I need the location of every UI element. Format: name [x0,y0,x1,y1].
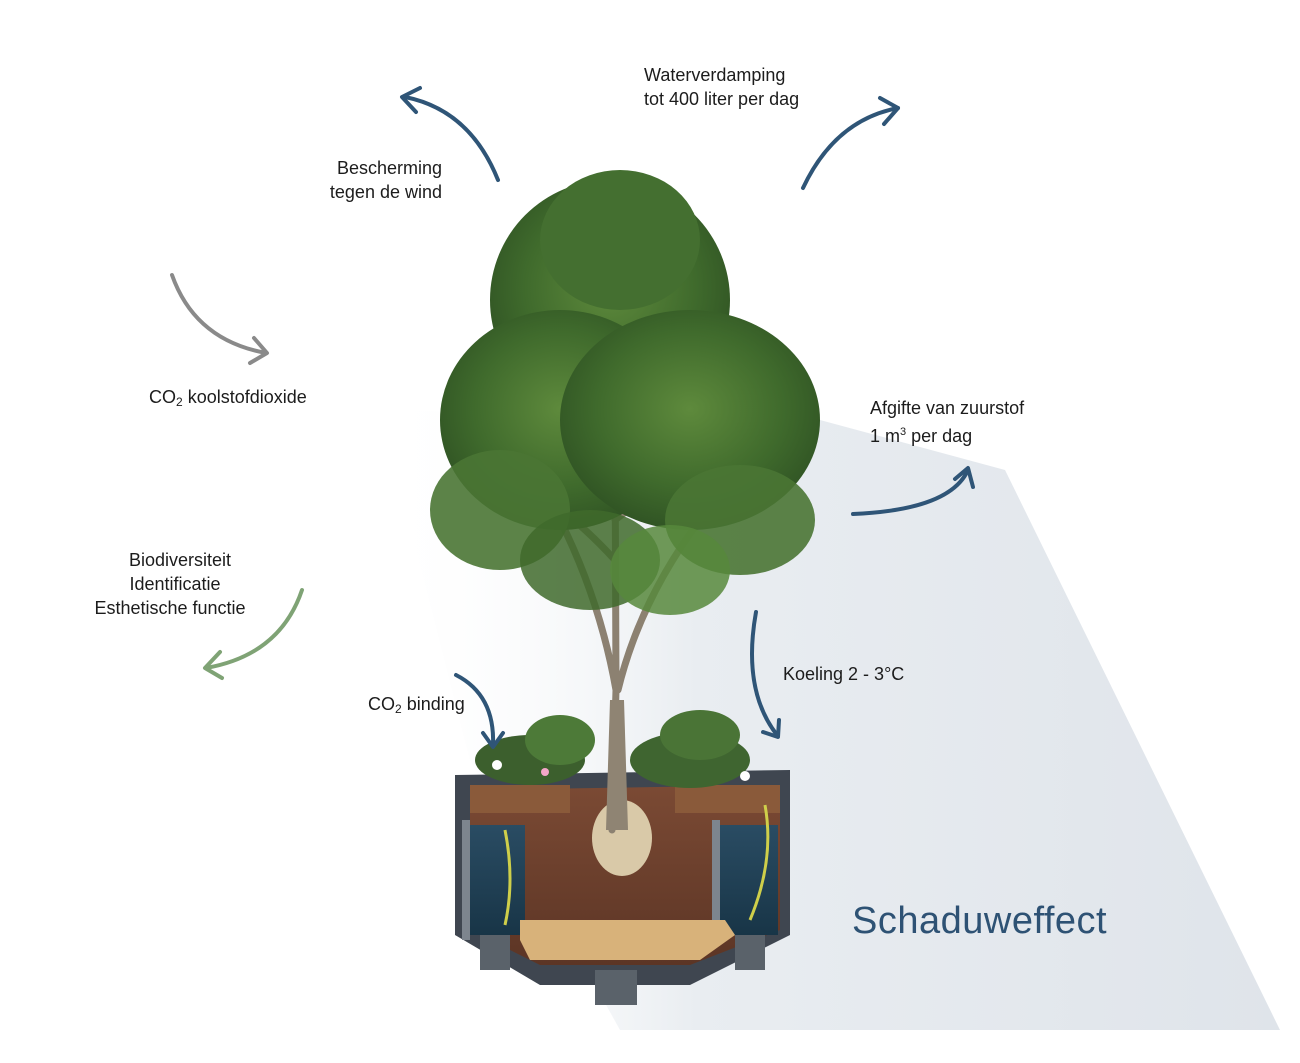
co2-binding-label: CO2 binding [368,692,465,721]
co2-binding-sub: 2 [395,702,402,716]
co2-binding-suffix: binding [401,694,465,714]
co2-binding-arrow-icon [454,673,505,749]
biodiversity-arrow-icon [203,588,304,680]
co2-absorb-label: CO2 koolstofdioxide [149,385,307,414]
evaporation-arrow-icon [801,96,900,190]
co2-binding-prefix: CO [368,694,395,714]
evaporation-line2: tot 400 liter per dag [644,89,800,109]
cooling-label: Koeling 2 - 3°C [783,662,904,686]
wind-arrow-icon [400,86,500,182]
oxygen-line1: Afgifte van zuurstof [870,398,1025,418]
co2-absorb-arrow-icon [170,273,269,365]
biodiversity-line1: Biodiversiteit [128,550,232,570]
oxygen-line2: 1 m3 per dag [870,420,1024,448]
oxygen-line2-prefix: 1 m [870,426,901,446]
wind-line2: tegen de wind [329,182,442,202]
evaporation-label: Waterverdamping tot 400 liter per dag [644,63,799,111]
evaporation-line1: Waterverdamping [644,65,786,85]
oxygen-line2-sup: 3 [900,426,907,438]
shadow-effect-title: Schaduweffect [852,900,1108,942]
planter-illustration [455,710,790,1005]
co2-absorb-prefix: CO [149,387,176,407]
oxygen-line2-suffix: per dag [906,426,973,446]
biodiversity-label: Biodiversiteit Identificatie Esthetische… [60,548,280,620]
oxygen-label: Afgifte van zuurstof 1 m3 per dag [870,396,1024,448]
cooling-arrow-icon [750,610,781,739]
wind-label: Bescherming tegen de wind [300,156,442,204]
biodiversity-line2: Identificatie [129,574,221,594]
co2-absorb-sub: 2 [176,395,183,409]
co2-absorb-suffix: koolstofdioxide [182,387,307,407]
tree-illustration [430,170,820,834]
cooling-text: Koeling 2 - 3°C [783,664,905,684]
biodiversity-line3: Esthetische functie [94,598,246,618]
oxygen-arrow-icon [851,466,975,516]
wind-line1: Bescherming [336,158,442,178]
